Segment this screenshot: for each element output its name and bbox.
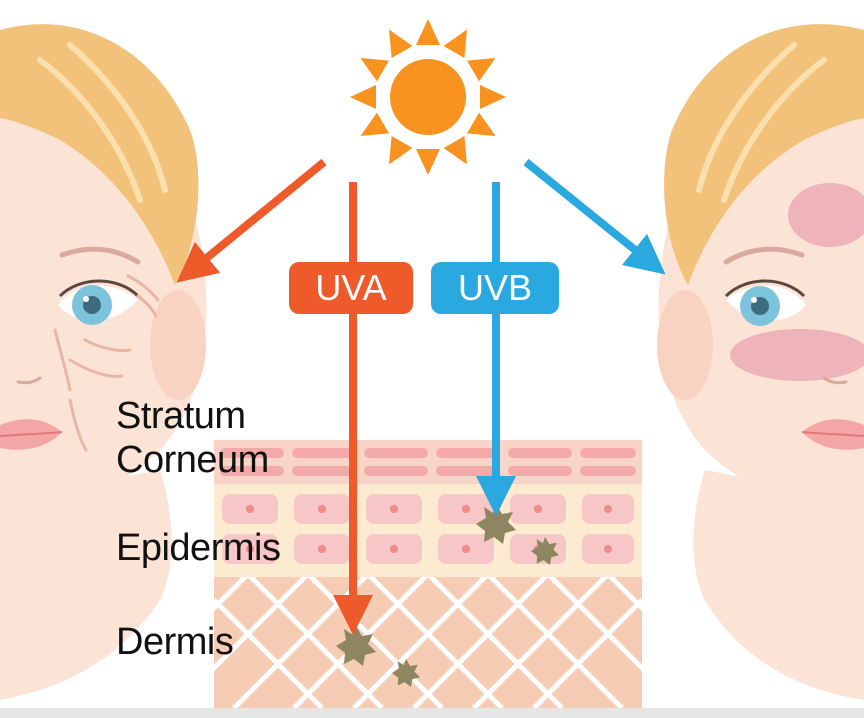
right-face-sunburned [657,24,864,700]
uva-arrow-to-left-face [176,158,327,283]
left-hair [0,24,199,285]
right-neck [693,470,864,700]
damage-spot-epidermis-2 [531,537,559,565]
right-eyebrow [723,246,805,265]
skin-cross-section [214,440,642,708]
right-eye-highlight [751,297,757,303]
right-nose [822,376,848,385]
right-ear [657,290,713,400]
left-neck [0,470,172,700]
left-ear [150,290,206,400]
uvb-badge: UVB [431,262,559,314]
left-eyelashes [58,279,140,298]
uva-badge: UVA [289,262,413,314]
right-hair [664,24,864,285]
left-eye-highlight [83,296,89,302]
right-hair-streaks [696,42,827,203]
left-face-aged [0,24,207,700]
uvb-arrow-to-right-face [523,158,666,275]
damage-spot-dermis-1 [336,626,376,666]
right-cheek-blotch [730,329,864,381]
stratum-corneum-label-line1: Stratum [116,395,246,437]
left-eyebrow [59,246,141,265]
right-forehead-blotch [788,183,864,247]
stratum-corneum-layer [214,440,642,484]
dermis-label: Dermis [116,621,234,663]
bottom-border [0,708,864,718]
epidermis-label: Epidermis [116,527,281,569]
damage-spot-dermis-2 [392,659,420,687]
left-wrinkles [53,274,160,452]
epidermis-layer [214,484,642,577]
left-hair-streaks [37,42,168,203]
left-nose [16,376,42,385]
stratum-corneum-label-line2: Corneum [116,439,269,481]
sun-icon [350,19,506,175]
left-lip-line [0,431,63,437]
right-lip-line [801,431,864,437]
dermis-layer [214,577,642,708]
right-eyelashes [724,279,806,298]
